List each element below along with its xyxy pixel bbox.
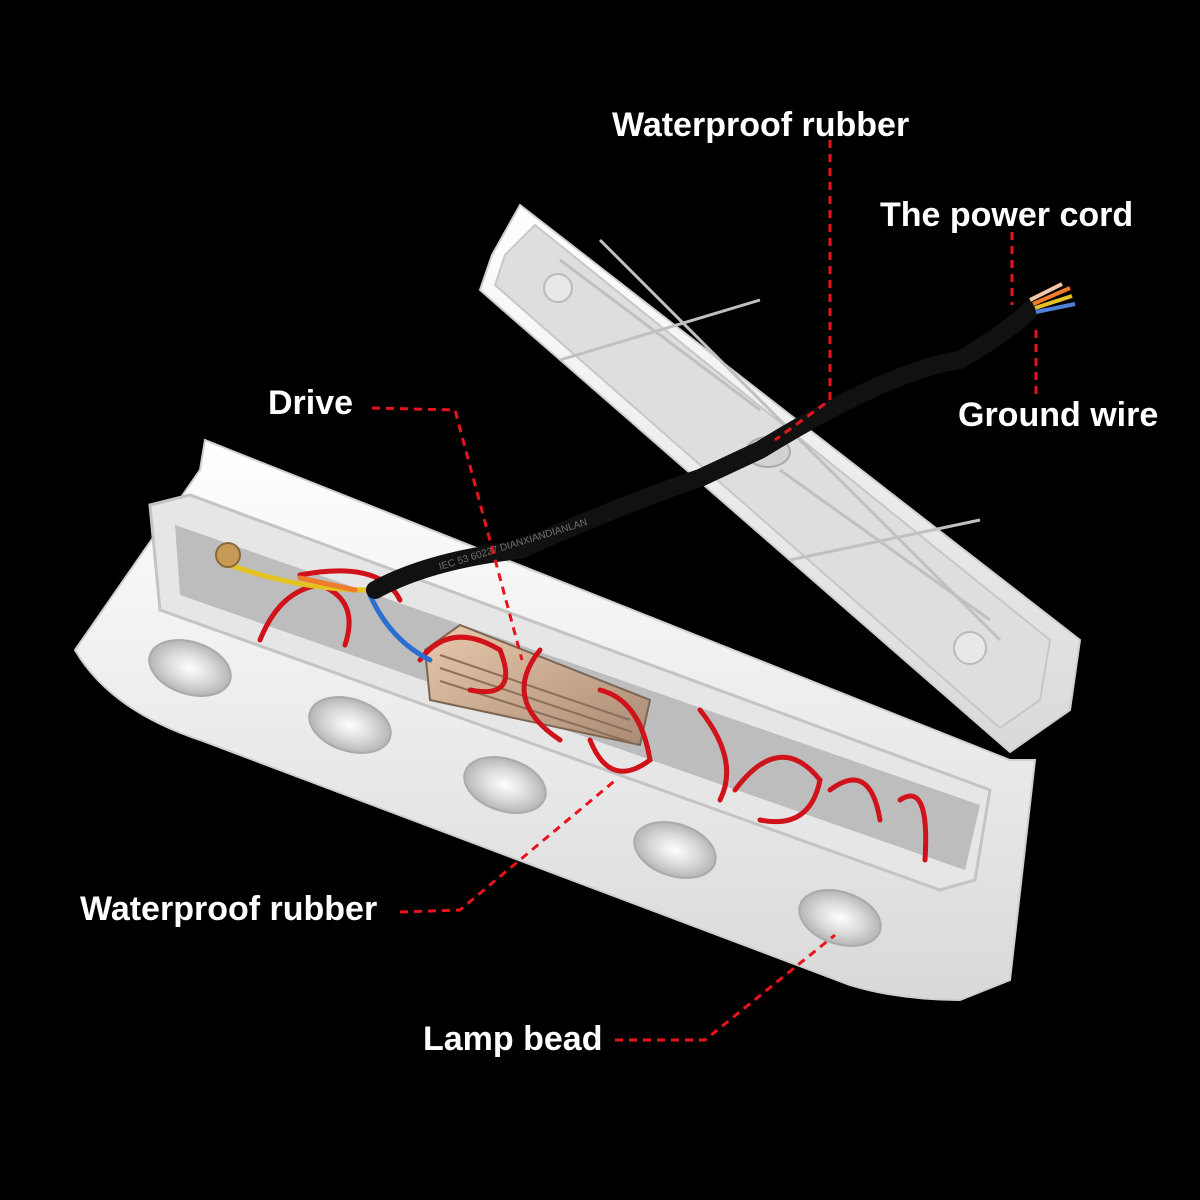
- leader-lamp-bead: [615, 933, 836, 1042]
- lamp-bead: [308, 696, 392, 754]
- wire-end-blue: [1035, 302, 1076, 314]
- leader-drive: [371, 406, 524, 661]
- internal-wires: [227, 562, 433, 663]
- wire-end-orange: [1032, 286, 1071, 306]
- label-power-cord: The power cord: [880, 196, 1134, 234]
- ground-screw-icon: [215, 542, 241, 568]
- leader-waterproof-rubber-bottom: [399, 776, 619, 914]
- lamp-bead: [148, 639, 232, 697]
- label-waterproof-rubber-bottom: Waterproof rubber: [80, 890, 378, 928]
- leader-lines: [371, 140, 1038, 1042]
- label-drive: Drive: [268, 384, 354, 422]
- red-wires: [257, 568, 929, 863]
- lamp-beads: [148, 639, 882, 947]
- label-waterproof-rubber-top: Waterproof rubber: [612, 106, 910, 144]
- lamp-bead: [798, 889, 882, 947]
- label-ground-wire: Ground wire: [958, 396, 1159, 434]
- lamp-bead: [633, 821, 717, 879]
- wire-end-pink: [1029, 282, 1063, 302]
- label-lamp-bead: Lamp bead: [423, 1020, 603, 1058]
- wire-end-yellow: [1034, 294, 1073, 310]
- leader-waterproof-rubber-top: [774, 140, 832, 442]
- lamp-bead: [463, 756, 547, 814]
- screw-hole-icon: [543, 273, 573, 303]
- screw-hole-icon: [953, 631, 987, 665]
- lamp-lid: [478, 203, 1082, 754]
